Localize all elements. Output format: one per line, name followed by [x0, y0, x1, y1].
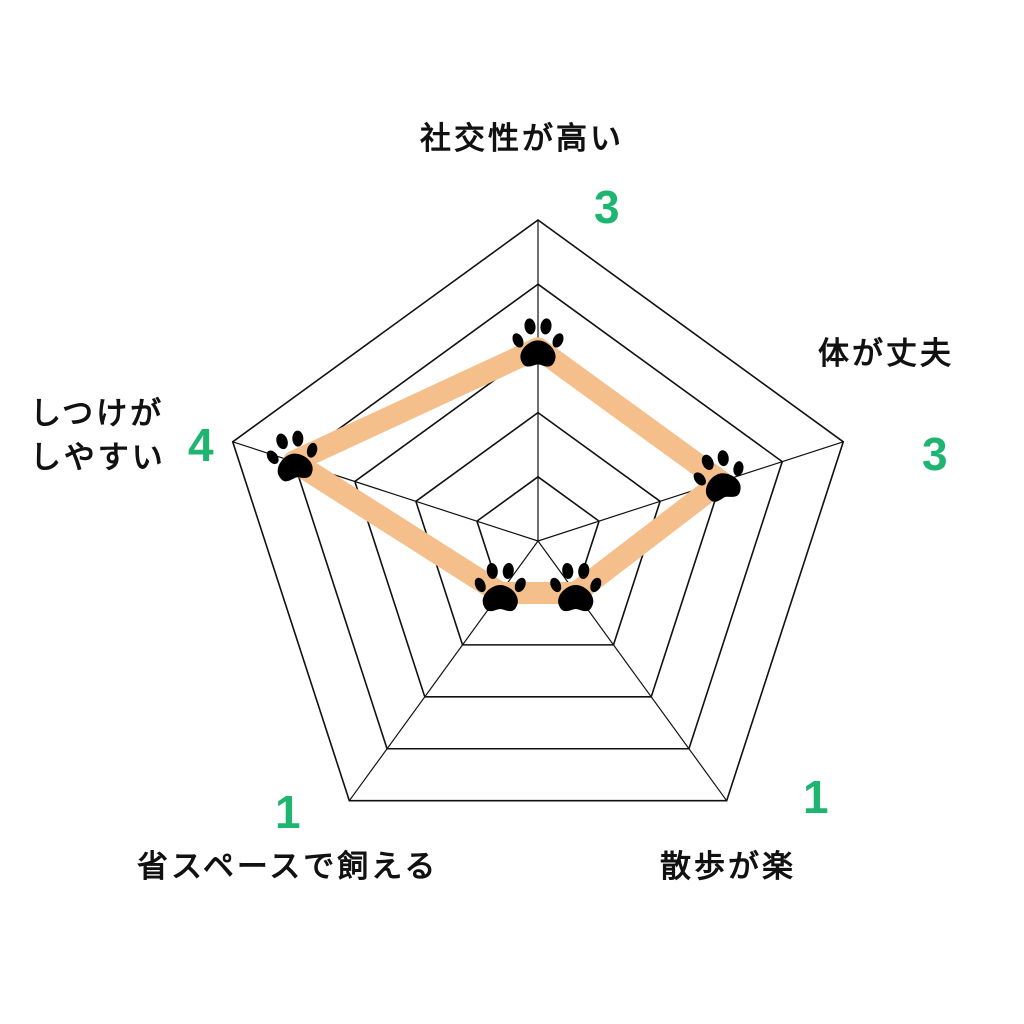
- paw-marker-4: [266, 430, 318, 482]
- paw-pad-icon: [277, 453, 313, 482]
- paw-toe-icon: [578, 562, 590, 579]
- paw-toe-icon: [512, 333, 524, 348]
- paw-toe-icon: [717, 450, 729, 467]
- paw-pad-icon: [520, 340, 556, 367]
- paw-marker-3: [474, 562, 526, 612]
- paw-toe-icon: [486, 562, 498, 579]
- paw-pad-icon: [705, 473, 741, 502]
- paw-toe-icon: [292, 430, 304, 447]
- grid-ring-5: [231, 219, 845, 802]
- axis-spoke-2: [537, 540, 728, 802]
- value-label-space-saving: 1: [275, 786, 301, 838]
- data-series-line: [282, 337, 733, 604]
- paw-marker-1: [693, 450, 744, 502]
- axis-label-sociability: 社交性が高い: [420, 121, 624, 157]
- axis-label-easy-walk: 散歩が楽: [660, 849, 796, 885]
- grid-ring-2: [414, 411, 662, 646]
- value-label-sociability: 3: [594, 181, 620, 233]
- paw-toe-icon: [552, 333, 564, 348]
- paw-toe-icon: [540, 318, 552, 335]
- value-label-sturdy-body: 3: [922, 428, 948, 480]
- paw-toe-icon: [562, 562, 574, 579]
- axis-label-sturdy-body: 体が丈夫: [818, 336, 954, 372]
- paw-toe-icon: [524, 318, 536, 335]
- paw-toe-icon: [306, 442, 318, 458]
- paw-toe-icon: [514, 577, 526, 593]
- paw-toe-icon: [733, 461, 744, 477]
- paw-toe-icon: [474, 577, 486, 593]
- axis-label-trainable-line1: しつけが: [30, 396, 165, 432]
- paw-toe-icon: [276, 433, 288, 450]
- paw-toe-icon: [502, 562, 514, 579]
- paw-pad-icon: [558, 584, 594, 612]
- value-label-trainable: 4: [188, 419, 214, 471]
- paw-toe-icon: [550, 577, 562, 593]
- axis-label-trainable-line2: しやすい: [30, 440, 166, 476]
- axis-label-space-saving: 省スペースで飼える: [137, 849, 439, 885]
- paw-toe-icon: [590, 577, 602, 593]
- axis-spoke-3: [348, 540, 539, 802]
- paw-pad-icon: [482, 584, 518, 612]
- paw-toe-icon: [701, 454, 714, 470]
- value-label-easy-walk: 1: [803, 771, 829, 823]
- paw-marker-2: [550, 562, 602, 612]
- paw-toe-icon: [693, 472, 706, 486]
- paw-toe-icon: [266, 450, 279, 465]
- paw-marker-0: [512, 318, 564, 367]
